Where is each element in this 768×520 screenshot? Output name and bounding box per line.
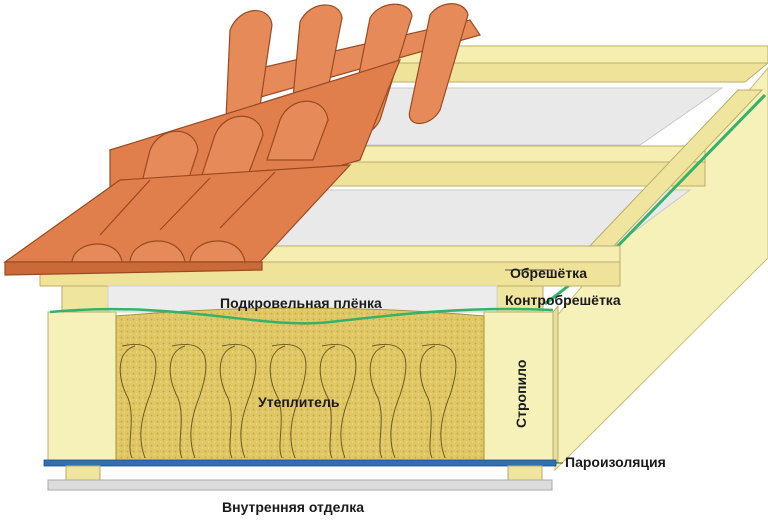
interior-finish: [47, 479, 553, 491]
rafter-right: [483, 304, 559, 465]
membrane-sag-line: [49, 307, 554, 325]
label-obreshetka: Обрешётка: [510, 265, 587, 281]
rafter-left: [47, 311, 117, 465]
label-stropilo: Стропило: [513, 360, 529, 428]
label-kontrobreshetka: Контробрешётка: [505, 292, 621, 308]
top-batten-1: [348, 45, 768, 83]
spacer-left: [65, 465, 101, 481]
label-podkrovelnaya-plenka: Подкровельная плёнка: [220, 295, 382, 311]
spacer-right: [507, 465, 543, 481]
label-uteplitel: Утеплитель: [258, 394, 340, 410]
vapor-barrier: [43, 459, 557, 467]
label-vnutrennyaya-otdelka: Внутренняя отделка: [222, 499, 364, 515]
top-batten-2: [299, 145, 706, 187]
insulation-block: [115, 307, 485, 463]
roof-tiles: [3, 3, 481, 276]
label-paroizolyatsiya: Пароизоляция: [565, 454, 666, 470]
